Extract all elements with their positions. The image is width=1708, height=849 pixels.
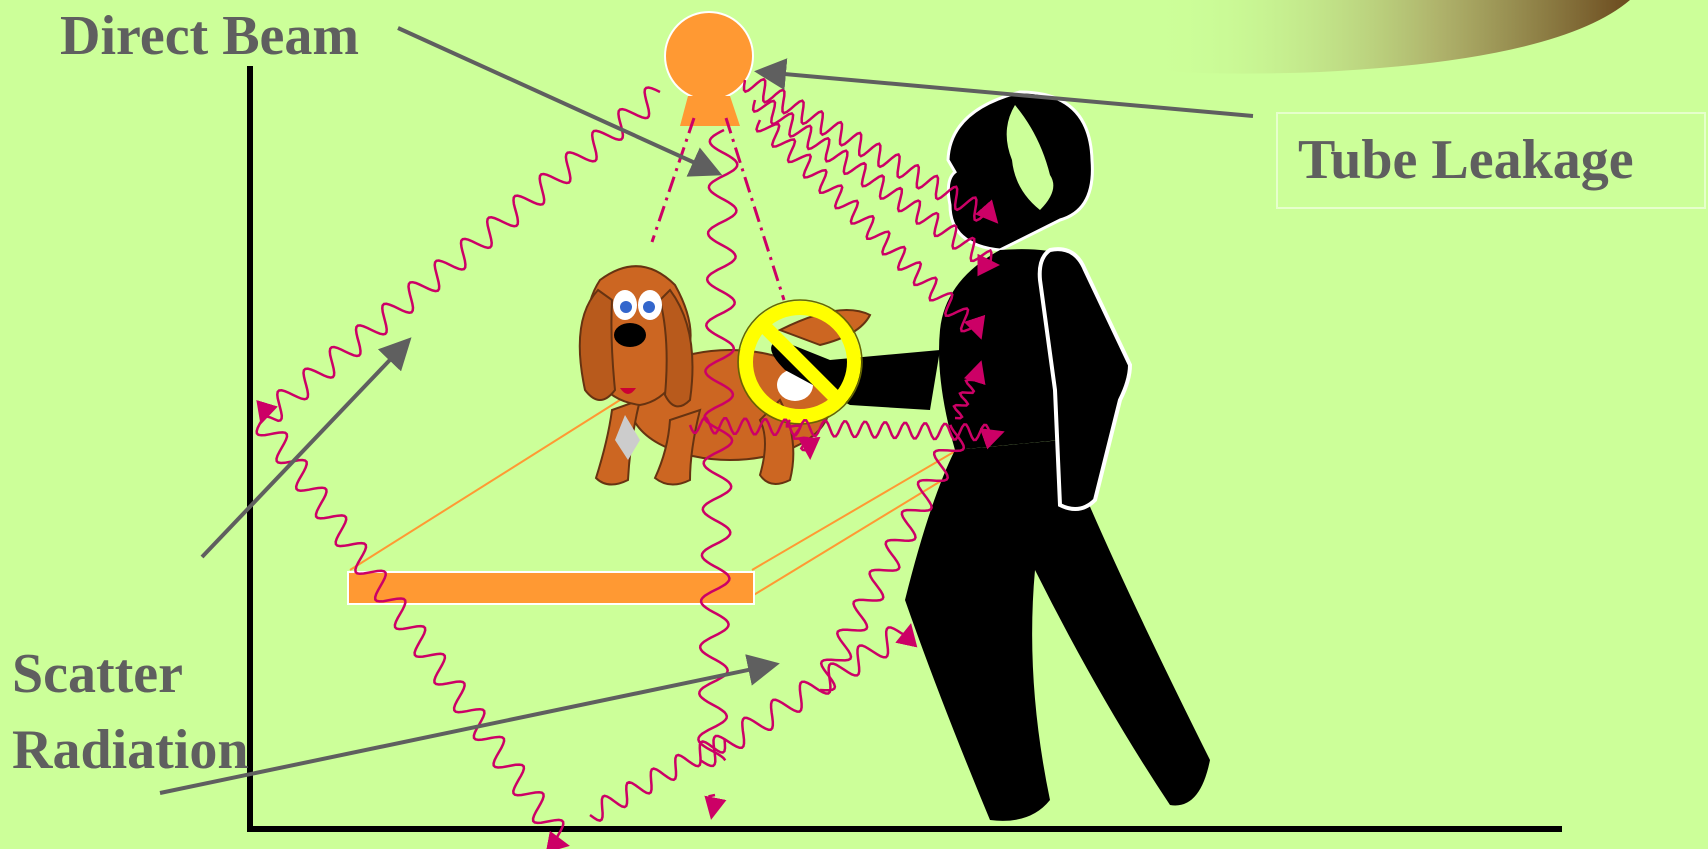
scatter-label-line2: Radiation (12, 712, 249, 788)
scatter-wave-floor-up (590, 739, 725, 821)
direct-beam-label: Direct Beam (60, 8, 359, 64)
xray-tube-icon (652, 12, 784, 300)
scatter-label-line1: Scatter (12, 636, 249, 712)
corner-swoosh (1150, 0, 1630, 74)
tube-leakage-label: Tube Leakage (1298, 132, 1634, 188)
scatter-wave-short-1 (709, 795, 719, 815)
scatter-wave-left-down (257, 420, 565, 845)
scatter-wave-floor-to-table (700, 628, 910, 766)
scatter-radiation-label: Scatter Radiation (12, 636, 249, 788)
